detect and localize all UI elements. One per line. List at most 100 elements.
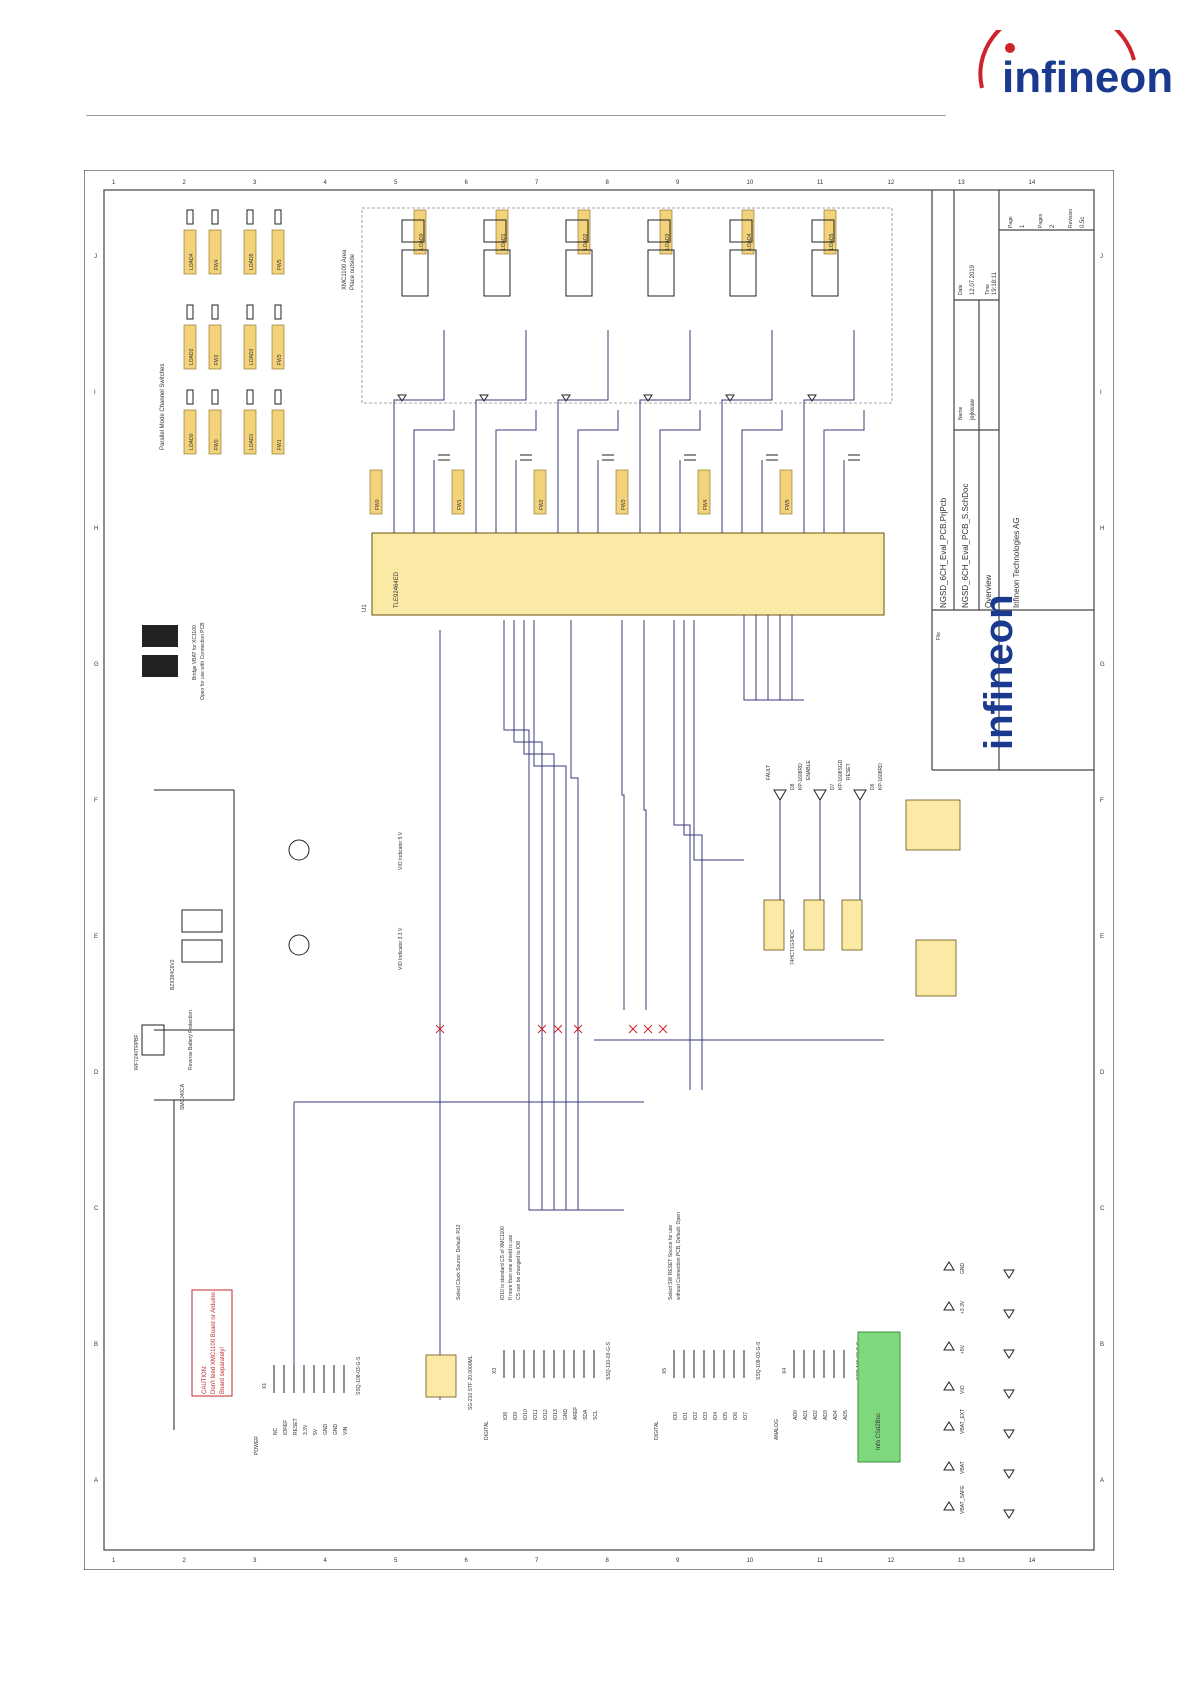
fw-net-text: FW5	[785, 499, 791, 510]
led-ref: D7	[830, 783, 836, 790]
parallel-net-label	[243, 324, 257, 370]
svg-text:CAUTION:: CAUTION:	[202, 1365, 208, 1394]
supply-symbol-icon	[943, 1501, 955, 1511]
main-ic-ref: U1	[362, 604, 368, 612]
header-pin-label: IO11	[533, 1409, 539, 1420]
svg-text:Info CSd2Boc: Info CSd2Boc	[876, 1413, 882, 1450]
fw-net-label	[615, 469, 629, 515]
col-letter: H	[94, 526, 98, 532]
supply-symbol-icon	[943, 1381, 955, 1391]
col-letter: H	[1100, 526, 1104, 532]
led-label: RESET	[846, 763, 852, 780]
svg-text:jejkwaw: jejkwaw	[970, 398, 976, 421]
header-pin-label: IOREF	[283, 1420, 289, 1435]
header-part: SSQ-108-03-G-S	[356, 1356, 362, 1395]
channel-wire	[721, 330, 773, 533]
svg-text:Select SW RESET Source for use: Select SW RESET Source for use	[668, 1225, 674, 1300]
load-net-label	[659, 209, 673, 255]
header-ref: X1	[262, 1383, 268, 1389]
header-pin-label: AREF	[573, 1407, 579, 1420]
load-net-label	[413, 209, 427, 255]
header-part: SSQ-110-03-G-S	[606, 1341, 612, 1380]
header-pin-label: IO12	[543, 1409, 549, 1420]
parallel-net-text: LOAD0	[189, 433, 195, 450]
led-label: ENABLE	[806, 760, 812, 780]
parallel-net-text: LOAD5	[249, 253, 255, 270]
channel-wire	[495, 410, 537, 533]
gnd-icon	[1003, 1269, 1015, 1279]
svg-text:2: 2	[1050, 224, 1056, 228]
parallel-net-label	[183, 409, 197, 455]
row-number: 4	[324, 180, 328, 186]
resistor	[274, 209, 282, 225]
parallel-net-text: FW0	[214, 439, 220, 450]
supply-symbol-icon	[943, 1261, 955, 1271]
parallel-net-text: LOAD1	[249, 433, 255, 450]
header-pin-label: IO10	[523, 1409, 529, 1420]
place-outside-note: Place outside	[350, 253, 356, 290]
bridge-vbat: Bridge VBAT for XC1100 Open for use with…	[142, 622, 206, 700]
resistor	[211, 209, 219, 225]
channel-terminal	[729, 219, 753, 243]
place-outside-note-2: XMC1100 Area	[342, 249, 348, 290]
oscillator	[425, 1354, 457, 1398]
header-title: ANALOG	[774, 1419, 780, 1440]
supply-ic-u1b	[905, 799, 961, 851]
svg-text:Don't feed XMC1100 Board or Ar: Don't feed XMC1100 Board or Arduino	[211, 1292, 217, 1394]
header-pin-label: IO6	[733, 1412, 739, 1420]
channel-wire	[557, 330, 609, 533]
resistor	[186, 304, 194, 320]
header-pin-label: IO2	[693, 1412, 699, 1420]
svg-text:74HCT1G34DC: 74HCT1G34DC	[790, 929, 796, 965]
gnd-icon	[1003, 1509, 1015, 1519]
header-pin-label: AD4	[833, 1410, 839, 1420]
row-number: 13	[958, 1558, 965, 1564]
parallel-net-label	[243, 409, 257, 455]
col-letter: E	[94, 934, 98, 940]
header-rule	[86, 115, 946, 116]
channel-networks: FW0LOAD0FW1LOAD1FW2LOAD2FW3LOAD3FW4LOAD4…	[369, 209, 865, 533]
row-number: 6	[465, 180, 469, 186]
channel-connector	[729, 249, 757, 297]
col-letter: C	[94, 1206, 99, 1212]
supply-ic-osc	[915, 939, 957, 997]
svg-text:IO10 is standard CS of XMC1100: IO10 is standard CS of XMC1100	[500, 1226, 506, 1300]
led-ref: D8	[790, 783, 796, 790]
svg-text:0.5c: 0.5c	[1080, 217, 1086, 228]
parallel-net-text: FW2	[214, 354, 220, 365]
channel-connector	[811, 249, 839, 297]
header-pin-label: IO8	[503, 1412, 509, 1420]
header-pin-label: 5V	[313, 1428, 319, 1435]
header-pin-label: GND	[333, 1424, 339, 1436]
col-letter: D	[94, 1070, 99, 1076]
col-letter: E	[1100, 934, 1104, 940]
header-part: SSQ-108-03-G-S	[756, 1341, 762, 1380]
reverse-battery-protection: IRF7240TRPBF Reverse Battery Protection …	[134, 790, 235, 1110]
spi-bus-wiring	[154, 615, 884, 1430]
col-letter: I	[1100, 390, 1102, 396]
header-pin-label: IO9	[513, 1412, 519, 1420]
row-number: 4	[324, 1558, 328, 1564]
parallel-net-label	[271, 229, 285, 275]
svg-text:SG-210 STF 20.0000ML: SG-210 STF 20.0000ML	[468, 1355, 474, 1410]
header-pin-label: IO0	[673, 1412, 679, 1420]
parallel-net-label	[271, 324, 285, 370]
parallel-net-text: LOAD2	[189, 348, 195, 365]
parallel-switches-title: Parallel Mode Channel Switches	[160, 364, 166, 450]
channel-terminal	[647, 219, 671, 243]
header-ref: X4	[782, 1368, 788, 1374]
supply-symbol-label: +3.3V	[960, 1300, 966, 1314]
supply-symbol-label: VBAT	[960, 1461, 966, 1474]
header-pin-label: AD2	[813, 1410, 819, 1420]
col-letter: A	[94, 1478, 98, 1484]
svg-text:Name: Name	[958, 406, 964, 420]
gnd-icon	[1003, 1389, 1015, 1399]
row-number: 10	[747, 180, 754, 186]
row-number: 7	[535, 1558, 539, 1564]
fw-net-label	[533, 469, 547, 515]
project-name: NGSD_6CH_Eval_PCB.PrjPcb	[939, 497, 948, 608]
gnd-icon	[1003, 1469, 1015, 1479]
header-pin-label: GND	[563, 1409, 569, 1421]
resistor	[246, 209, 254, 225]
